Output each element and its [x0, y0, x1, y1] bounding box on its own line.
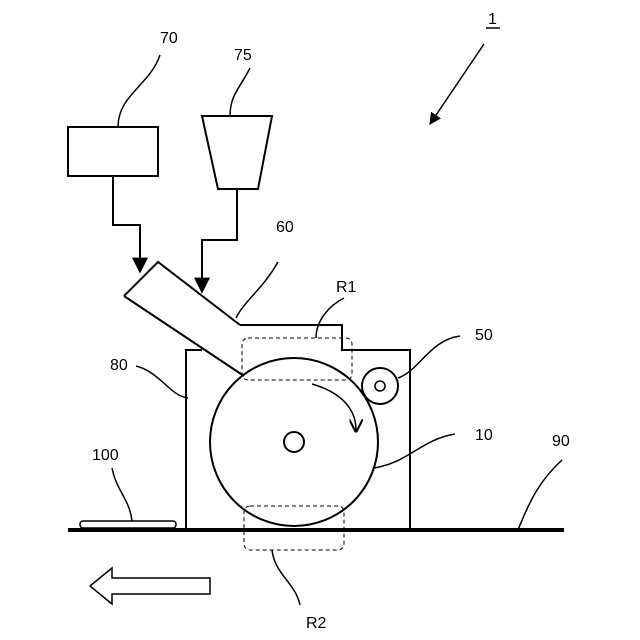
small-roller-axle: [375, 381, 385, 391]
label-60: 60: [276, 219, 294, 236]
feed-line-70: [113, 176, 140, 272]
feed-line-75: [202, 189, 237, 292]
rotation-arrow: [312, 384, 356, 430]
label-10: 10: [475, 427, 493, 444]
label-50: 50: [475, 327, 493, 344]
movement-direction-arrow: [90, 568, 210, 604]
leader-75: [230, 68, 250, 116]
small-roller-50: [362, 368, 398, 404]
box-70: [68, 127, 158, 176]
leader-60: [236, 262, 278, 318]
hopper-75: [202, 116, 272, 189]
leader-70: [118, 55, 160, 127]
label-r2: R2: [306, 615, 327, 632]
housing-left-wall: [186, 350, 202, 530]
leader-10: [374, 434, 455, 468]
label-r1: R1: [336, 279, 357, 296]
leader-100: [112, 468, 132, 521]
assembly-pointer-arrow: [430, 44, 484, 124]
leader-90: [518, 460, 562, 530]
roller-10: [210, 358, 378, 526]
leader-r1: [316, 298, 344, 338]
label-70: 70: [160, 30, 178, 47]
inlet-chute-bottom: [124, 296, 244, 376]
label-80: 80: [110, 357, 128, 374]
inlet-chute-top: [124, 262, 240, 325]
leader-50: [398, 336, 460, 378]
housing-top-right: [240, 325, 410, 530]
leader-80: [136, 366, 188, 398]
leader-r2: [272, 550, 300, 605]
label-90: 90: [552, 433, 570, 450]
label-100: 100: [92, 447, 119, 464]
sheet-100: [80, 521, 176, 528]
roller-axle: [284, 432, 304, 452]
assembly-label: 1: [488, 11, 497, 28]
label-75: 75: [234, 47, 252, 64]
